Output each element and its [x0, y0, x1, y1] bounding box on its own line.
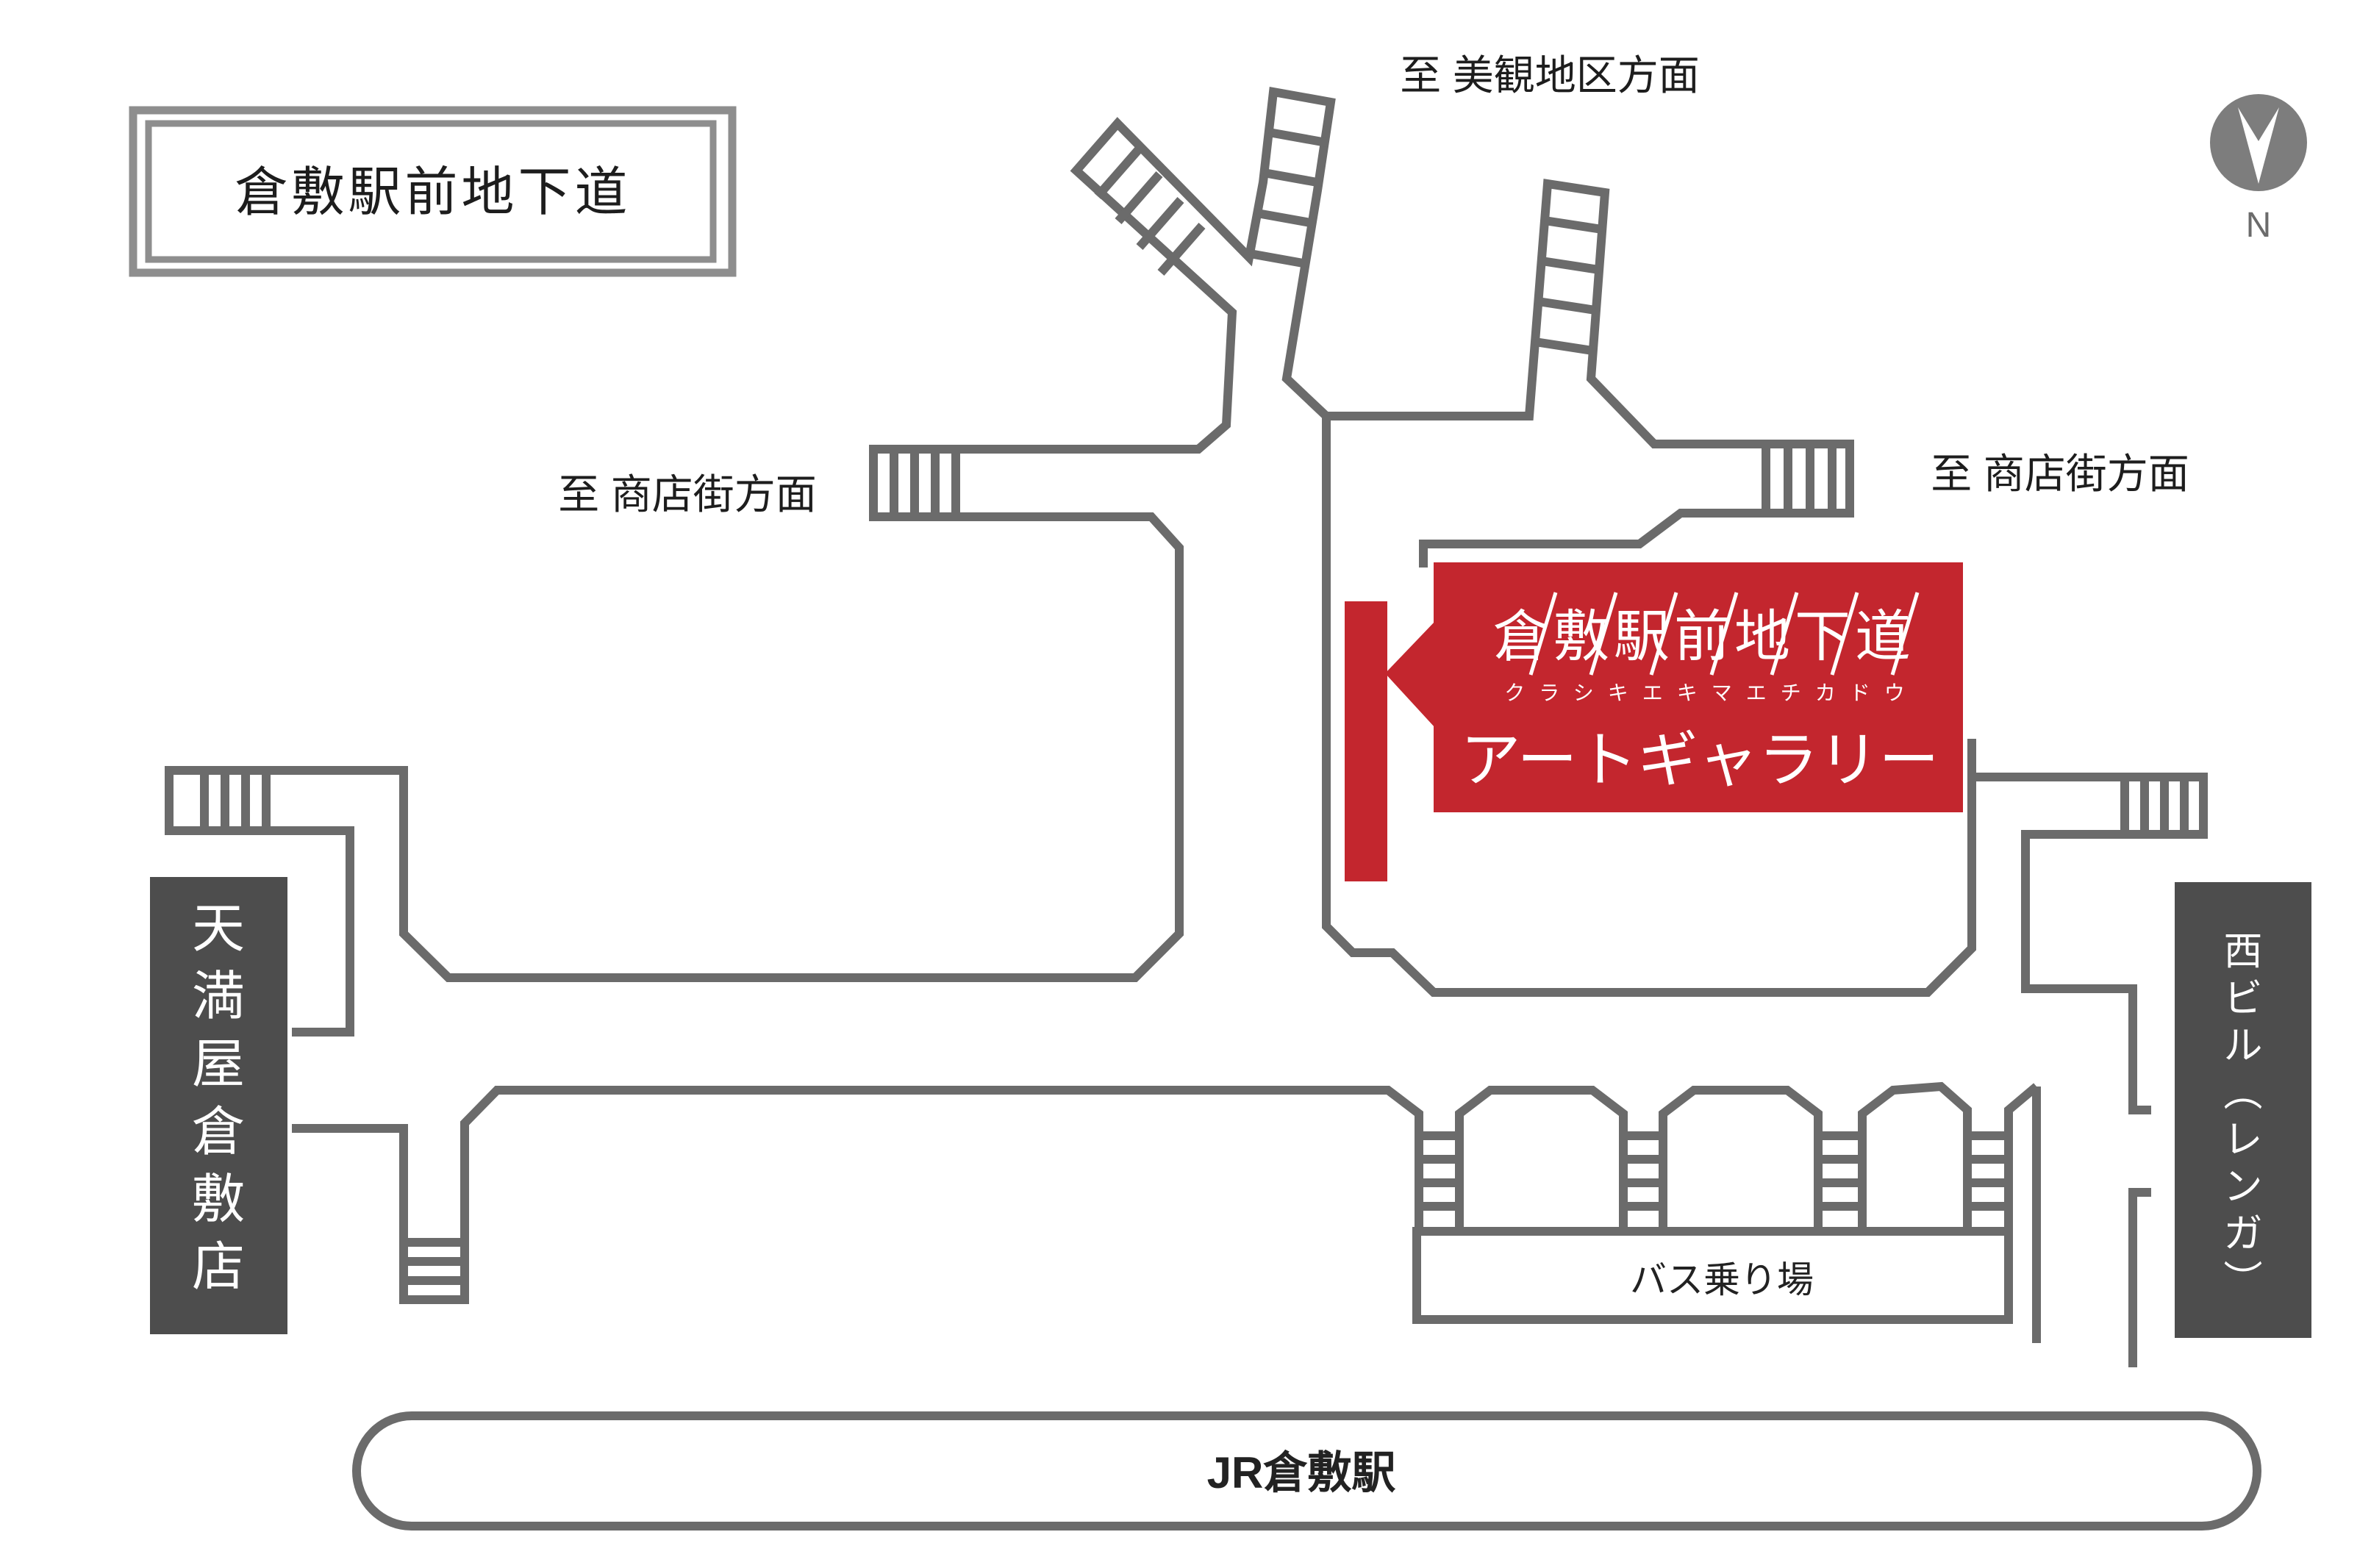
- north-arrow-icon: [2238, 107, 2279, 184]
- stairs-northeast-slant-icon: [1534, 216, 1603, 355]
- exit-label-east: 至 商店街方面: [1931, 451, 2189, 497]
- stairs-bus-4-icon: [1972, 1131, 2004, 1211]
- jr-station-box: [352, 1411, 2261, 1531]
- stairs-jr-icon: [408, 1238, 460, 1285]
- stairs-bus-2-icon: [1628, 1131, 1659, 1211]
- stairs-bus-1-icon: [1423, 1131, 1455, 1211]
- exit-label-north: 至 美観地区方面: [1400, 52, 1700, 99]
- stairs-east-exit-icon: [1762, 448, 1837, 509]
- stairs-bus-3-icon: [1823, 1131, 1858, 1211]
- corridor-walls: [165, 86, 2208, 1367]
- stairs-tenmaya-icon: [200, 775, 271, 826]
- compass-n-label: N: [2246, 206, 2272, 245]
- building-nishi: [2175, 882, 2311, 1338]
- bus-stop-box: [1412, 1227, 2013, 1324]
- stairs-northwest-slant-icon: [1094, 146, 1206, 276]
- gallery-location-bar: [1345, 601, 1387, 881]
- gallery-furigana: クラシキエキマエチカドウ: [1504, 681, 1918, 704]
- exit-label-west: 至 商店街方面: [558, 471, 817, 518]
- wall-west-loop: [165, 86, 1336, 1037]
- building-nishi-label: 西ビル︵レンガ︶: [2224, 930, 2263, 1303]
- title-box: 倉敷駅前地下道: [129, 106, 737, 277]
- wall-gallery-east: [1972, 773, 2208, 1114]
- jr-station-label: JR倉敷駅: [1207, 1448, 1396, 1497]
- gallery-callout-box: [1434, 562, 1963, 812]
- building-tenmaya-label: 天満屋倉敷店: [192, 900, 245, 1297]
- stairs: [200, 128, 2189, 1285]
- gallery-name-top: 倉敷駅前地下道: [1493, 606, 1915, 668]
- building-tenmaya: [150, 877, 287, 1334]
- stairs-west-exit-icon: [890, 454, 960, 512]
- gallery-callout-tail: [1385, 621, 1435, 728]
- compass: N: [2210, 94, 2307, 245]
- stairs-nishi-icon: [2120, 781, 2189, 830]
- map-title: 倉敷駅前地下道: [235, 163, 631, 222]
- gallery-name-main: アートギャラリー: [1460, 726, 1939, 795]
- wall-nishi-door: [2128, 1188, 2151, 1367]
- stairs-north-middle-icon: [1248, 128, 1328, 268]
- bus-stop-label: バス乗り場: [1630, 1259, 1814, 1300]
- wall-east-upper: [1322, 179, 1976, 997]
- wall-south-main: [292, 1086, 1423, 1304]
- gallery-logo-slashes: [1528, 592, 1920, 676]
